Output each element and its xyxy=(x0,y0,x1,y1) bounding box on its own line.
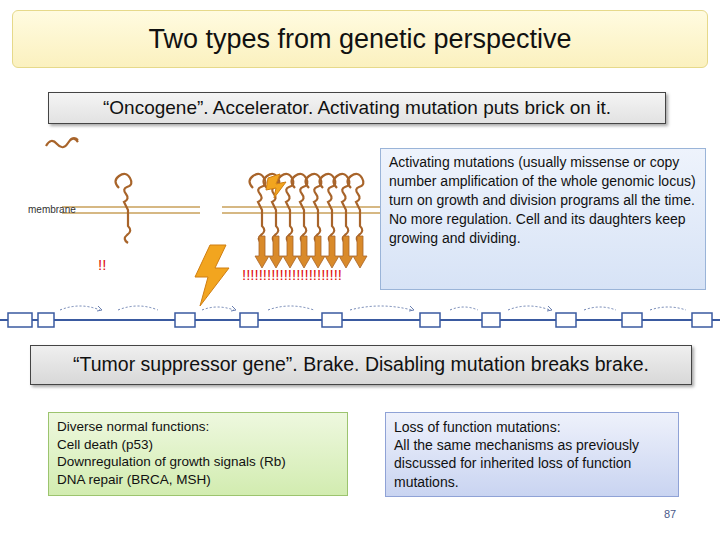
mutation-bolt xyxy=(195,245,229,306)
slide-title: Two types from genetic perspective xyxy=(12,10,708,68)
ligand xyxy=(70,138,78,140)
note-box: Activating mutations (usually missense o… xyxy=(380,148,706,290)
header-box: “Tumor suppressor gene”. Brake. Disablin… xyxy=(30,345,692,385)
function-box: Diverse normal functions:Cell death (p53… xyxy=(48,412,348,496)
box-text: “Oncogene”. Accelerator. Activating muta… xyxy=(55,97,659,120)
activity-marks: !!!!!!!!!!!!!!!!!!!!!!!! xyxy=(242,266,342,283)
box-body: Downregulation of growth signals (Rb) xyxy=(57,453,339,471)
box-text: “Tumor suppressor gene”. Brake. Disablin… xyxy=(37,353,685,376)
box-text: Diverse normal functions: xyxy=(57,418,339,436)
mechanism-box: Loss of function mutations:All the same … xyxy=(385,412,679,497)
mutation-bolt xyxy=(266,174,286,198)
box-body: All the same mechanisms as previously di… xyxy=(394,436,670,491)
box-text: Activating mutations (usually missense o… xyxy=(389,153,697,248)
receptor-group xyxy=(250,174,368,268)
genomic-locus xyxy=(0,306,720,327)
box-text: Loss of function mutations: xyxy=(394,418,670,436)
membrane-label: membrane xyxy=(28,204,76,215)
header-box: “Oncogene”. Accelerator. Activating muta… xyxy=(48,92,666,124)
membrane-line xyxy=(62,207,382,213)
page-number: 87 xyxy=(664,508,676,520)
ligand xyxy=(46,139,78,148)
box-body: Cell death (p53) xyxy=(57,436,339,454)
activity-marks: !! xyxy=(98,256,106,273)
box-body: DNA repair (BRCA, MSH) xyxy=(57,471,339,489)
receptor xyxy=(116,174,132,243)
